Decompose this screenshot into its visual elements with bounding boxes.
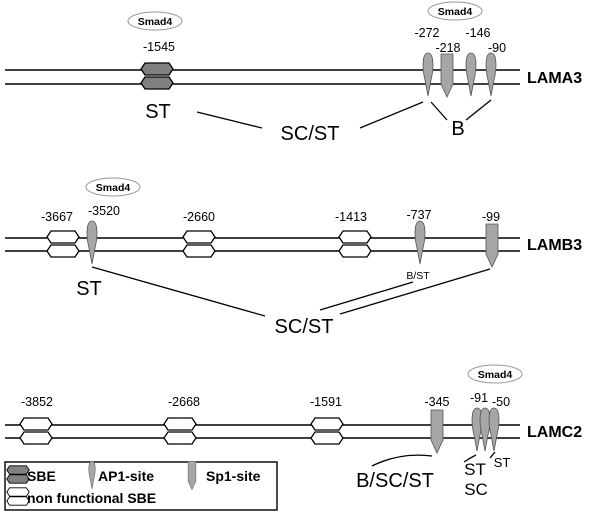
connector-line <box>430 101 448 121</box>
sp1-site <box>485 223 499 268</box>
site-function-label: SC/ST <box>281 123 340 145</box>
position-label: -3667 <box>41 210 73 224</box>
nonfunctional-sbe-site <box>310 417 344 445</box>
position-label: -3852 <box>21 395 53 409</box>
legend-sbe-label: SBE <box>27 468 56 484</box>
connector-line <box>371 454 433 467</box>
ap1-site <box>422 52 434 97</box>
ap1-site <box>479 407 491 452</box>
position-label: -1413 <box>335 210 367 224</box>
gene-lamc2: Smad4 -3852 -2668 -1591 -345 -91 -50 LAM… <box>5 364 582 499</box>
nonfunctional-sbe-site <box>182 230 216 258</box>
legend-sbe-icon <box>6 465 30 484</box>
position-label: -345 <box>424 395 449 409</box>
site-function-label: ST <box>464 460 486 479</box>
connector-line <box>319 281 414 311</box>
ap1-site <box>485 52 497 97</box>
gene-lamb3: Smad4 -3667 -3520 -2660 -1413 -737 -99 L… <box>5 177 582 338</box>
position-label: -3520 <box>88 204 120 218</box>
site-function-label: B <box>451 118 464 140</box>
gene-lama3: Smad4 Smad4 -1545 -272 -218 -146 -90 LAM… <box>5 1 582 145</box>
connector-line <box>91 266 266 317</box>
site-function-label: ST <box>494 455 511 470</box>
ap1-site <box>414 220 426 265</box>
sbe-site <box>140 62 174 90</box>
svg-text:Smad4: Smad4 <box>478 369 513 381</box>
legend-box <box>4 461 278 511</box>
svg-text:Smad4: Smad4 <box>96 182 131 194</box>
ap1-site <box>465 52 477 97</box>
legend-ap1-label: AP1-site <box>98 468 154 484</box>
position-label: -90 <box>488 41 506 55</box>
smad4-badge: Smad4 <box>467 364 523 384</box>
position-label: -2660 <box>183 210 215 224</box>
legend: SBE AP1-site Sp1-site non functional SBE <box>4 460 278 511</box>
gene-name: LAMA3 <box>527 70 582 87</box>
position-label: -146 <box>465 26 490 40</box>
gene-name: LAMB3 <box>527 237 582 254</box>
smad4-badge: Smad4 <box>85 177 141 197</box>
position-label: -2668 <box>168 395 200 409</box>
ap1-site <box>86 220 98 265</box>
legend-nonfunctional-sbe-icon <box>6 487 30 506</box>
nonfunctional-sbe-site <box>19 417 53 445</box>
connector-line <box>489 451 496 459</box>
connector-line <box>463 454 477 463</box>
svg-text:Smad4: Smad4 <box>438 6 473 18</box>
nonfunctional-sbe-site <box>338 230 372 258</box>
ap1-site <box>488 407 500 452</box>
site-function-label: ST <box>76 278 102 300</box>
position-label: -1545 <box>143 40 175 54</box>
smad4-badge: Smad4 <box>127 11 183 31</box>
gene-name: LAMC2 <box>527 424 582 441</box>
sp1-site <box>440 53 454 98</box>
site-function-label: B/ST <box>406 270 430 282</box>
site-function-label: SC <box>464 480 488 499</box>
position-label: -91 <box>470 391 488 405</box>
position-label: -737 <box>406 208 431 222</box>
site-function-label: B/SC/ST <box>356 470 434 492</box>
svg-text:Smad4: Smad4 <box>138 16 173 28</box>
position-label: -1591 <box>310 395 342 409</box>
position-label: -218 <box>435 41 460 55</box>
site-function-label: SC/ST <box>275 316 334 338</box>
site-function-label: ST <box>145 101 171 123</box>
position-label: -272 <box>414 26 439 40</box>
legend-sp1-label: Sp1-site <box>206 468 261 484</box>
connector-line <box>196 111 263 129</box>
connector-line <box>339 268 491 315</box>
nonfunctional-sbe-site <box>46 230 80 258</box>
connector-line <box>465 99 492 121</box>
sp1-site <box>430 409 444 454</box>
legend-nonfunctional-label: non functional SBE <box>27 490 156 506</box>
position-label: -99 <box>482 210 500 224</box>
smad4-badge: Smad4 <box>427 1 483 21</box>
connector-line <box>359 101 424 129</box>
nonfunctional-sbe-site <box>163 417 197 445</box>
position-label: -50 <box>492 395 510 409</box>
